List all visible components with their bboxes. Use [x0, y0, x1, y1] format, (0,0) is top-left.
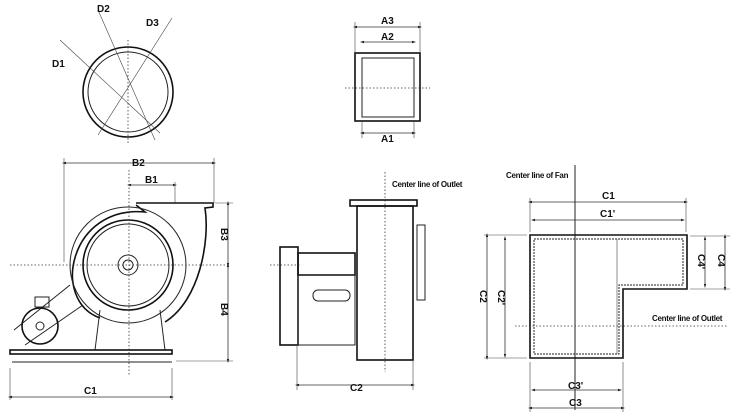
label-c1-side: C1 [84, 386, 97, 397]
label-a1: A1 [381, 134, 394, 145]
plan-view: Center line of Fan Center line of Outlet… [477, 165, 730, 412]
label-c4-prime: C4' [695, 254, 706, 269]
label-centerline-outlet-front: Center line of Outlet [392, 180, 463, 189]
label-a3: A3 [381, 16, 394, 27]
front-view: Center line of Outlet C2 [270, 172, 463, 394]
label-b4: B4 [218, 303, 229, 316]
label-c3-prime: C3' [568, 381, 583, 392]
label-d1: D1 [52, 59, 65, 70]
label-b2: B2 [132, 158, 145, 169]
label-centerline-fan: Center line of Fan [506, 171, 569, 180]
inlet-view: D1 D2 D3 [52, 4, 174, 145]
label-c4: C4 [715, 254, 726, 267]
label-c1: C1 [602, 191, 615, 202]
label-b1: B1 [145, 175, 158, 186]
label-d3: D3 [146, 18, 159, 29]
label-c2: C2 [477, 290, 488, 303]
label-c2-prime: C2' [495, 290, 506, 305]
side-view: B2 B1 B3 B4 C1 [8, 158, 233, 400]
label-centerline-outlet-plan: Center line of Outlet [652, 314, 723, 323]
outlet-flange-view: A3 A2 A1 [345, 16, 430, 145]
label-b3: B3 [218, 228, 229, 241]
label-d2: D2 [97, 4, 110, 15]
label-a2: A2 [381, 32, 394, 43]
label-c2-front: C2 [350, 383, 363, 394]
label-c3: C3 [569, 398, 582, 409]
label-c1-prime: C1' [600, 209, 615, 220]
